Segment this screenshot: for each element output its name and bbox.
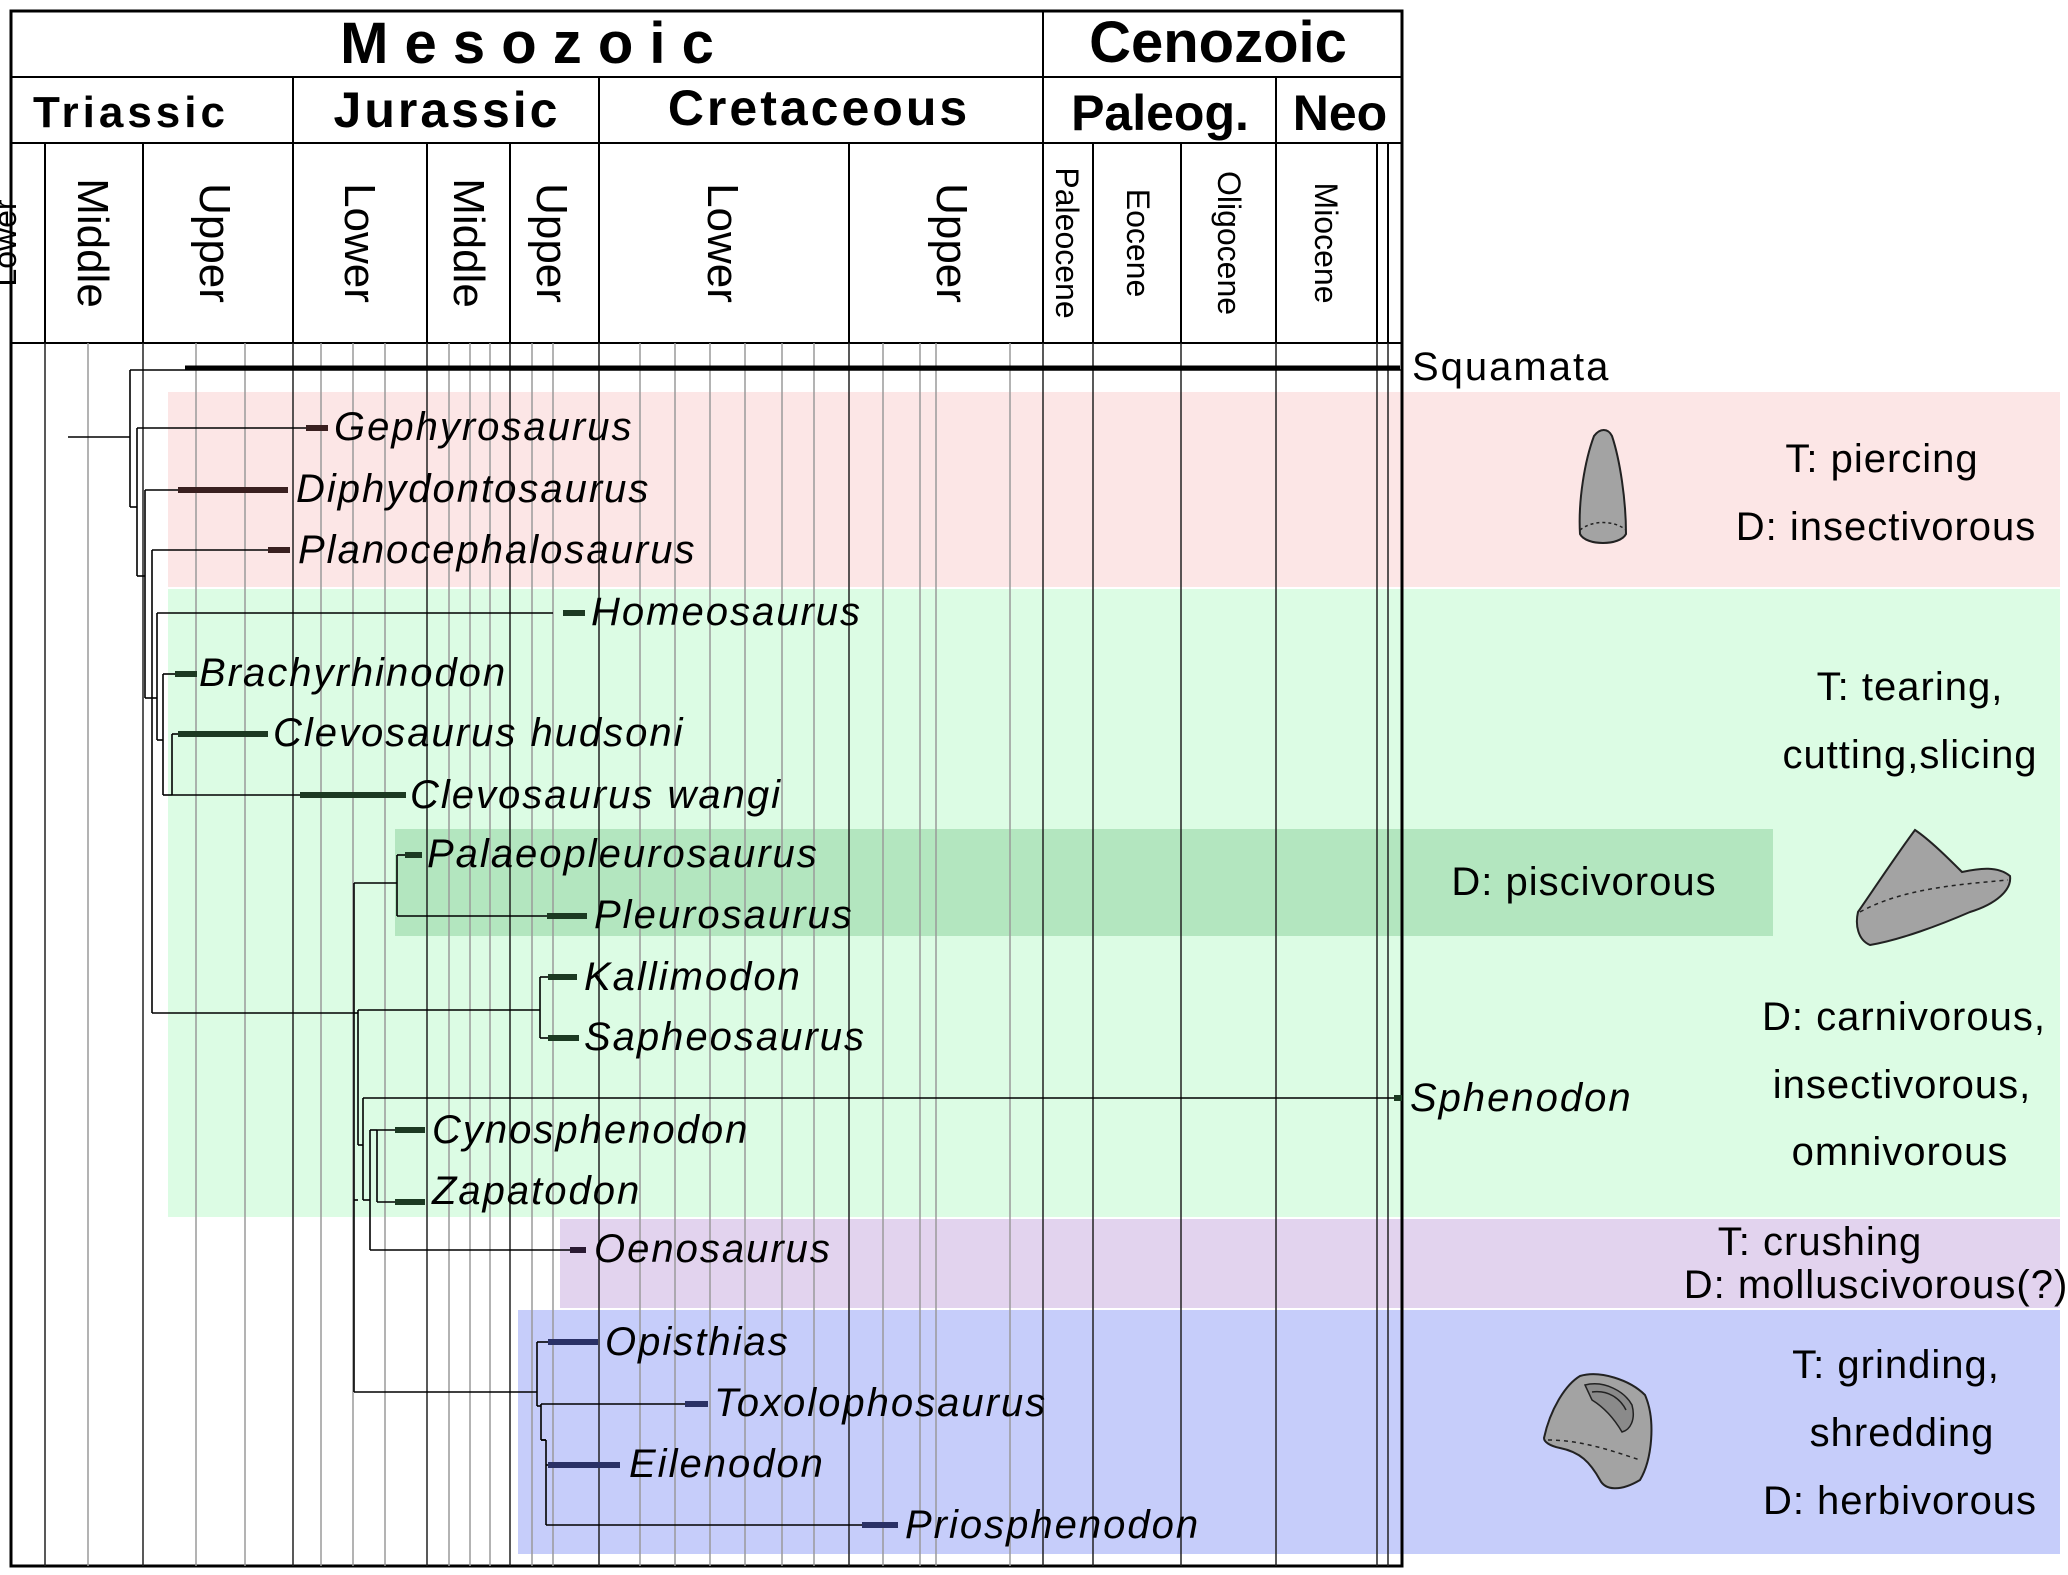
shredding-label: shredding: [1810, 1411, 1995, 1455]
time-grid: [44, 343, 1389, 1566]
piscivorous-band: [395, 829, 1773, 936]
range-bars: [175, 365, 1402, 1528]
taxon-label-kallimodon: Kallimodon: [584, 955, 802, 999]
epoch-label: Oligocene: [1211, 171, 1247, 315]
frame-outline: [9, 9, 1404, 1568]
epoch-label: Upper: [190, 183, 239, 303]
taxon-label-clevosaurus-hudsoni: Clevosaurus hudsoni: [273, 711, 685, 755]
taxon-label-eilenodon: Eilenodon: [629, 1442, 825, 1486]
epoch-label: Upper: [527, 183, 576, 303]
taxon-label-gephyrosaurus: Gephyrosaurus: [334, 405, 633, 449]
time-scale-frame: [9, 9, 1404, 1568]
era-label-mesozoic: M e s o z o i c: [340, 11, 714, 76]
insectivorous-label: D: insectivorous: [1736, 505, 2037, 549]
taxon-label-homeosaurus: Homeosaurus: [591, 590, 862, 634]
epoch-label: Middle: [68, 178, 117, 308]
epoch-label: Middle: [444, 178, 493, 308]
period-label-jurassic: Jurassic: [334, 82, 561, 138]
omnivorous-label: omnivorous: [1792, 1130, 2009, 1174]
grinding-label: T: grinding,: [1792, 1343, 2000, 1387]
period-labels: Triassic Jurassic Cretaceous Paleog. Neo: [33, 80, 1387, 141]
blade-tooth-icon: [1855, 828, 2012, 947]
tearing-label: T: tearing,: [1817, 665, 2004, 709]
taxon-label-zapatodon: Zapatodon: [431, 1169, 641, 1213]
diet-annotations: T: piercing D: insectivorous T: tearing,…: [1451, 437, 2068, 1523]
epoch-label: Miocene: [1308, 183, 1344, 304]
piercing-label: T: piercing: [1785, 437, 1978, 481]
taxon-label-sapheosaurus: Sapheosaurus: [584, 1015, 866, 1059]
taxon-label-cynosphenodon: Cynosphenodon: [432, 1108, 749, 1152]
era-labels: M e s o z o i c Cenozoic: [340, 10, 1347, 76]
period-label-triassic: Triassic: [33, 88, 229, 137]
carnivorous-label: D: carnivorous,: [1762, 995, 2046, 1039]
grinding-band: [518, 1310, 2060, 1554]
epoch-label: Lower: [0, 199, 23, 287]
epoch-label: Upper: [927, 183, 976, 303]
taxon-labels: Squamata Gephyrosaurus Diphydontosaurus …: [199, 345, 1633, 1547]
taxon-label-clevosaurus-wangi: Clevosaurus wangi: [410, 773, 782, 817]
piercing-band: [168, 392, 2060, 587]
taxon-label-diphydontosaurus: Diphydontosaurus: [296, 467, 650, 511]
piscivorous-label: D: piscivorous: [1451, 860, 1716, 904]
taxon-label-toxolophosaurus: Toxolophosaurus: [714, 1381, 1047, 1425]
taxon-label-oenosaurus: Oenosaurus: [594, 1227, 832, 1271]
period-label-neogene: Neo: [1293, 85, 1387, 141]
epoch-labels: Lower Middle Upper Lower Middle Upper Lo…: [0, 167, 1344, 318]
period-label-paleogene: Paleog.: [1071, 85, 1249, 141]
taxon-label-brachyrhinodon: Brachyrhinodon: [199, 651, 507, 695]
diet-bands: [168, 392, 2060, 1554]
conical-tooth-icon: [1578, 429, 1628, 544]
cutting-slicing-label: cutting,slicing: [1782, 733, 2037, 777]
taxon-label-sphenodon: Sphenodon: [1410, 1076, 1633, 1120]
taxon-label-opisthias: Opisthias: [605, 1320, 790, 1364]
molluscivorous-label: D: molluscivorous(?): [1684, 1263, 2068, 1307]
period-label-cretaceous: Cretaceous: [668, 80, 970, 136]
epoch-label: Lower: [698, 183, 747, 303]
crushing-band: [560, 1219, 2060, 1308]
taxon-label-priosphenodon: Priosphenodon: [905, 1503, 1200, 1547]
taxon-label-squamata: Squamata: [1412, 345, 1610, 389]
grinding-tooth-icon: [1542, 1373, 1653, 1490]
epoch-label: Lower: [335, 183, 384, 303]
taxon-label-pleurosaurus: Pleurosaurus: [594, 893, 854, 937]
insectivorous-label: insectivorous,: [1773, 1063, 2032, 1107]
era-label-cenozoic: Cenozoic: [1089, 10, 1347, 75]
herbivorous-label: D: herbivorous: [1763, 1479, 2037, 1523]
epoch-label: Paleocene: [1049, 167, 1085, 318]
taxon-label-planocephalosaurus: Planocephalosaurus: [298, 528, 696, 572]
epoch-label: Eocene: [1120, 189, 1156, 298]
crushing-label: T: crushing: [1718, 1220, 1922, 1264]
taxon-label-palaeopleurosaurus: Palaeopleurosaurus: [427, 832, 819, 876]
